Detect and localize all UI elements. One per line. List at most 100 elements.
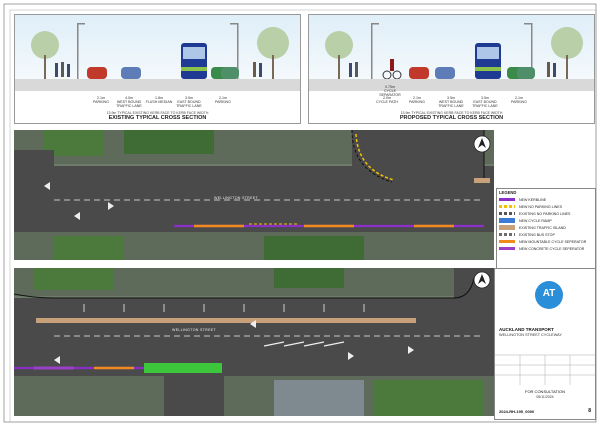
side-street <box>352 130 484 170</box>
traffic-island <box>474 178 490 183</box>
pedestrian-icon <box>253 62 256 77</box>
pedestrian-icon <box>55 63 58 77</box>
bicycle-wheel <box>392 70 402 80</box>
drawing-status: FOR CONSULTATION <box>525 389 565 394</box>
title-block-grid <box>495 354 595 385</box>
legend-label: NEW KERBLINE <box>519 197 547 202</box>
tree-icon <box>31 31 59 59</box>
tree-trunk <box>272 55 274 79</box>
street-name-label: WELLINGTON STREET <box>172 328 216 332</box>
pedestrian-icon <box>61 62 64 77</box>
legend-swatch <box>499 205 515 208</box>
street-name-label: WELLINGTON STREET <box>214 196 258 200</box>
existing-section-title: EXISTING TYPICAL CROSS SECTION <box>108 115 207 121</box>
project-name: WELLINGTON STREET CYCLEWAY <box>499 333 562 337</box>
organisation-name: AUCKLAND TRANSPORT <box>499 327 554 332</box>
legend-label: EXISTING TRAFFIC ISLAND <box>519 225 566 230</box>
legend-swatch <box>499 198 515 201</box>
tree-trunk <box>44 55 46 79</box>
legend-item: NEW CYCLE RAMP <box>497 217 595 224</box>
vegetation-area <box>274 268 344 288</box>
car-icon <box>221 67 239 79</box>
street-light-arm <box>371 23 379 25</box>
street-light-icon <box>371 23 373 79</box>
car-park-area <box>274 380 364 416</box>
bus-windscreen <box>477 47 499 59</box>
legend-item: NEW KERBLINE <box>497 196 595 203</box>
legend-swatch <box>499 240 515 243</box>
street-light-arm <box>77 23 85 25</box>
vegetation-area <box>54 236 124 260</box>
proposed-road-surface <box>309 79 594 91</box>
pedestrian-icon <box>553 63 556 77</box>
legend-item: NEW MOUNTABLE CYCLE SEPERATOR <box>497 238 595 245</box>
road-carriageway <box>14 298 494 376</box>
legend-item: EXISTING NO PARKING LINES <box>497 210 595 217</box>
vegetation-area <box>264 236 364 260</box>
pedestrian-icon <box>547 62 550 77</box>
legend-item: NEW NO PARKING LINES <box>497 203 595 210</box>
pedestrian-icon <box>67 64 70 77</box>
car-icon <box>435 67 455 79</box>
pedestrian-icon <box>349 63 352 77</box>
tree-icon <box>551 27 583 59</box>
legend-item: NEW CONCRETE CYCLE SEPERATOR <box>497 245 595 252</box>
plan-view-west: WELLINGTON STREET <box>14 130 494 260</box>
vegetation-area <box>34 268 114 290</box>
legend-label: NEW CONCRETE CYCLE SEPERATOR <box>519 246 585 251</box>
plan-view-west-drawing <box>14 130 494 260</box>
plan-view-east: WELLINGTON STREET <box>14 268 494 416</box>
legend-swatch <box>499 218 515 223</box>
tree-trunk <box>338 55 340 79</box>
legend-label: NEW NO PARKING LINES <box>519 204 563 209</box>
street-light-icon <box>77 23 79 79</box>
legend-title: LEGEND <box>499 190 517 195</box>
legend-item: EXISTING TRAFFIC ISLAND <box>497 224 595 231</box>
car-icon <box>409 67 429 79</box>
existing-road-surface <box>15 79 300 91</box>
bus-windscreen <box>183 47 205 59</box>
legend: LEGEND NEW KERBLINE NEW NO PARKING LINES… <box>496 188 596 272</box>
cyclist-icon <box>390 59 394 71</box>
plan-view-east-drawing <box>14 268 494 416</box>
green-cycle-crossing <box>144 363 222 373</box>
side-street <box>14 150 54 232</box>
street-light-arm <box>230 23 238 25</box>
drawing-version: 05/11/2024 <box>536 395 554 399</box>
proposed-section-title: PROPOSED TYPICAL CROSS SECTION <box>399 115 504 121</box>
side-street <box>454 268 494 308</box>
legend-label: EXISTING NO PARKING LINES <box>519 211 571 216</box>
car-icon <box>121 67 141 79</box>
car-icon <box>517 67 535 79</box>
pedestrian-icon <box>259 63 262 77</box>
tree-trunk <box>566 55 568 79</box>
bus-stripe <box>181 67 207 71</box>
title-block: AT AUCKLAND TRANSPORT WELLINGTON STREET … <box>494 268 596 420</box>
vegetation-area <box>124 130 214 154</box>
bus-stripe <box>475 67 501 71</box>
drawing-number: 2024-RH-195_0000 <box>499 409 535 414</box>
legend-swatch <box>499 233 515 236</box>
logo-text: AT <box>542 288 556 299</box>
bicycle-wheel <box>382 70 392 80</box>
traffic-island <box>36 318 416 323</box>
legend-label: EXISTING BUS STOP <box>519 232 555 237</box>
legend-item: EXISTING BUS STOP <box>497 231 595 238</box>
vegetation-area <box>374 380 484 416</box>
auckland-transport-logo-icon: AT <box>535 281 563 309</box>
side-street <box>164 368 224 416</box>
legend-swatch <box>499 247 515 250</box>
legend-label: NEW MOUNTABLE CYCLE SEPERATOR <box>519 239 587 244</box>
